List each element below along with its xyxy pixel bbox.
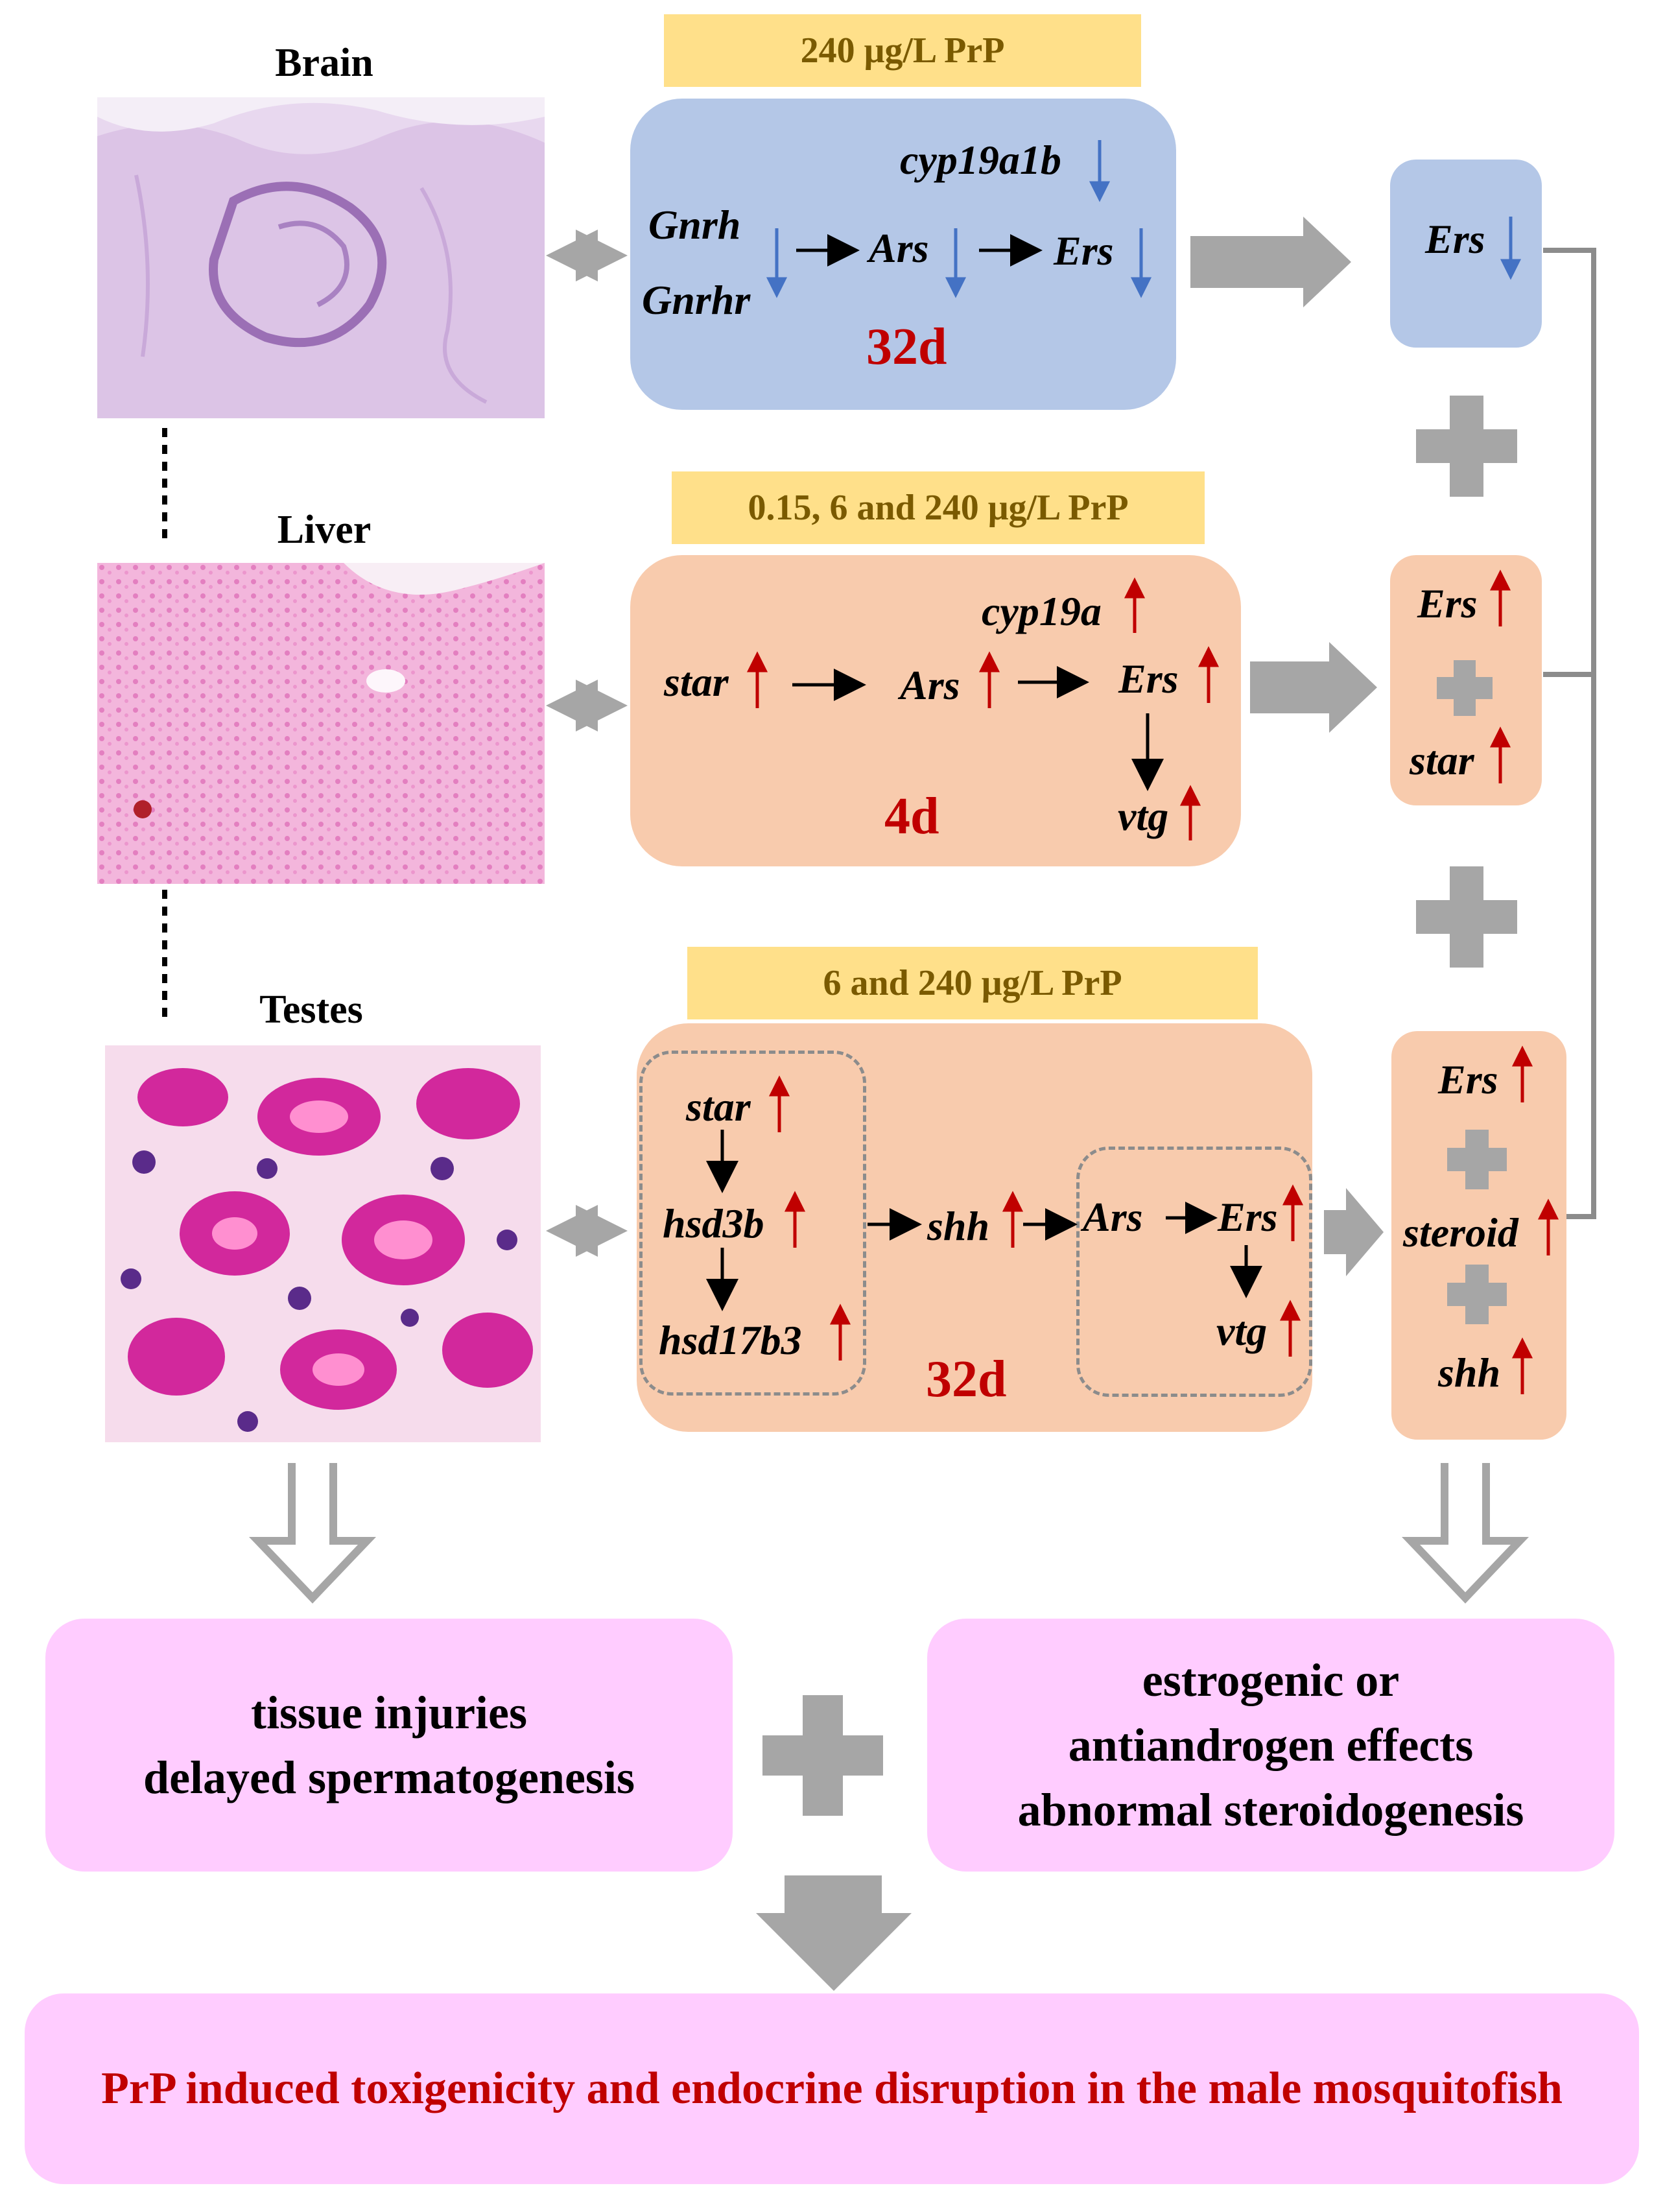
block-arrow-liver (1250, 642, 1377, 733)
block-arrow-down (756, 1875, 912, 1991)
gene-vtg-liver: vtg (1118, 793, 1169, 839)
outcome-endocrine-line-2: antiandrogen effects (1068, 1719, 1474, 1771)
dose-label-brain: 240 μg/L PrP (664, 14, 1141, 87)
outcome-tissue-line-2: delayed spermatogenesis (143, 1752, 635, 1803)
plus-icon-6 (762, 1695, 883, 1816)
gene-star-liver: star (664, 659, 729, 705)
brain-pathway-panel (630, 99, 1176, 410)
gene-cyp19a1b: cyp19a1b (900, 137, 1061, 183)
dose-label-liver: 0.15, 6 and 240 μg/L PrP (672, 471, 1205, 544)
summary-ers-testes: Ers (1438, 1056, 1498, 1102)
summary-box-testes (1391, 1031, 1566, 1440)
gene-ars-brain: Ars (869, 225, 929, 271)
receptor-group (1076, 1147, 1312, 1397)
plus-icon-1 (1416, 396, 1517, 497)
liver-pathway-panel (630, 555, 1241, 866)
outcome-endocrine-line-3: abnormal steroidogenesis (1017, 1784, 1524, 1836)
hollow-arrow-right (1401, 1463, 1529, 1604)
hollow-arrow-left (248, 1463, 377, 1604)
summary-ers-liver: Ers (1417, 580, 1478, 626)
outcome-box-endocrine: estrogenic or antiandrogen effects abnor… (927, 1619, 1614, 1872)
tissue-label-liver: Liver (277, 508, 372, 552)
duration-testes: 32d (926, 1351, 1007, 1408)
conclusion-text: PrP induced toxigenicity and endocrine d… (101, 2063, 1563, 2113)
duration-liver: 4d (884, 788, 939, 845)
block-arrow-testes (1324, 1188, 1384, 1276)
outcome-tissue-line-1: tissue injuries (250, 1687, 528, 1739)
gene-ers-testes: Ers (1218, 1194, 1278, 1240)
plus-icon-3 (1416, 866, 1517, 968)
gene-ers-brain: Ers (1054, 228, 1114, 274)
brain-micrograph-image (97, 97, 545, 418)
gene-ers-liver: Ers (1118, 656, 1179, 702)
conclusion-box: PrP induced toxigenicity and endocrine d… (25, 1993, 1639, 2184)
gene-ars-liver: Ars (900, 662, 960, 708)
summary-steroid: steroid (1403, 1209, 1518, 1255)
testes-micrograph-image (105, 1045, 541, 1442)
gene-hsd17b3: hsd17b3 (659, 1317, 802, 1363)
duration-brain: 32d (866, 318, 947, 375)
dose-label-testes: 6 and 240 μg/L PrP (687, 947, 1258, 1019)
tissue-label-brain: Brain (275, 41, 373, 85)
gene-ars-testes: Ars (1083, 1194, 1143, 1240)
gene-shh-testes: shh (927, 1203, 990, 1249)
gene-star-testes: star (686, 1084, 751, 1130)
outcome-box-tissue: tissue injuries delayed spermatogenesis (45, 1619, 733, 1872)
gene-hsd3b: hsd3b (663, 1200, 764, 1246)
tissue-label-testes: Testes (259, 988, 363, 1032)
gene-vtg-testes: vtg (1216, 1308, 1268, 1354)
liver-micrograph-image (97, 563, 545, 884)
gene-gnrhr: Gnrhr (642, 277, 751, 323)
steroidogenesis-group (639, 1051, 866, 1396)
gene-gnrh: Gnrh (648, 202, 741, 248)
summary-star-liver: star (1410, 737, 1474, 783)
block-arrow-brain (1190, 217, 1351, 307)
summary-shh: shh (1438, 1350, 1501, 1396)
outcome-endocrine-line-1: estrogenic or (1142, 1654, 1400, 1706)
gene-cyp19a: cyp19a (982, 588, 1102, 634)
summary-box-brain (1390, 160, 1542, 348)
summary-ers-brain: Ers (1425, 216, 1485, 262)
